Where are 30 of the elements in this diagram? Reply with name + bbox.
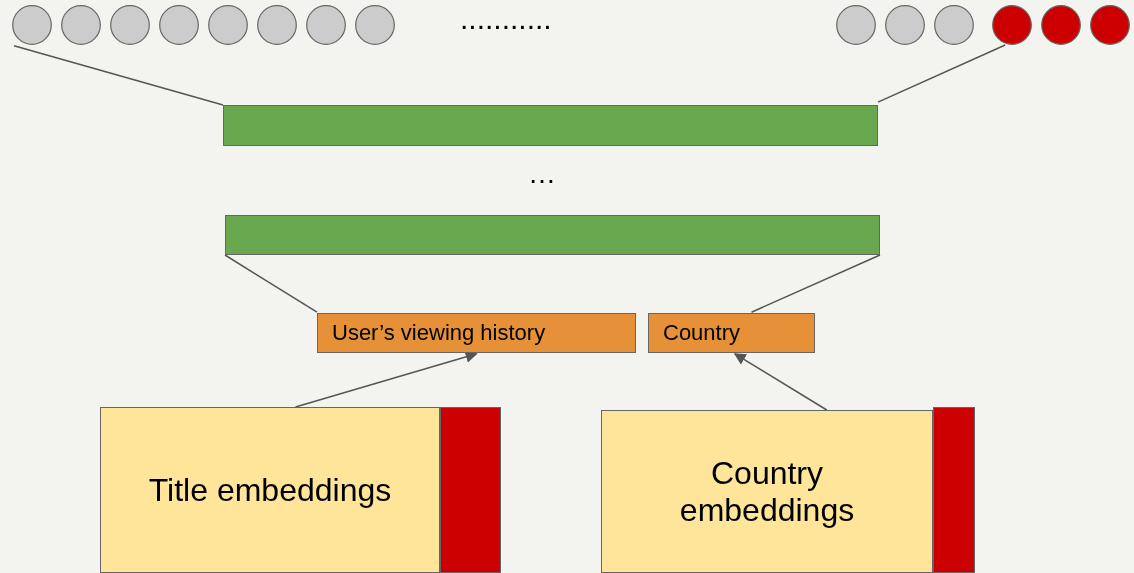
layer-bar: [223, 105, 878, 146]
neuron-circle: [159, 5, 199, 45]
neuron-circle: [1041, 5, 1081, 45]
layer-bar: [933, 407, 975, 573]
arrow: [294, 351, 478, 408]
layer-bar: [225, 215, 880, 255]
embedding-box: Country embeddings: [601, 410, 933, 573]
neuron-circle: [61, 5, 101, 45]
connector-line: [750, 254, 881, 313]
neuron-circle: [836, 5, 876, 45]
neuron-circle: [12, 5, 52, 45]
ellipsis-text: …: [528, 158, 556, 190]
neuron-circle: [110, 5, 150, 45]
layer-bar: [440, 407, 501, 573]
neuron-circle: [934, 5, 974, 45]
ellipsis-text: ...........: [460, 2, 552, 36]
connector-line: [877, 44, 1006, 103]
neuron-circle: [355, 5, 395, 45]
arrow: [733, 353, 828, 411]
neuron-circle: [885, 5, 925, 45]
neuron-circle: [208, 5, 248, 45]
connector-line: [13, 45, 224, 106]
neuron-circle: [1090, 5, 1130, 45]
embedding-box: Title embeddings: [100, 407, 440, 573]
connector-line: [224, 254, 318, 313]
neuron-circle: [306, 5, 346, 45]
input-feature-box: User’s viewing history: [317, 313, 636, 353]
neuron-circle: [257, 5, 297, 45]
neuron-circle: [992, 5, 1032, 45]
input-feature-box: Country: [648, 313, 815, 353]
